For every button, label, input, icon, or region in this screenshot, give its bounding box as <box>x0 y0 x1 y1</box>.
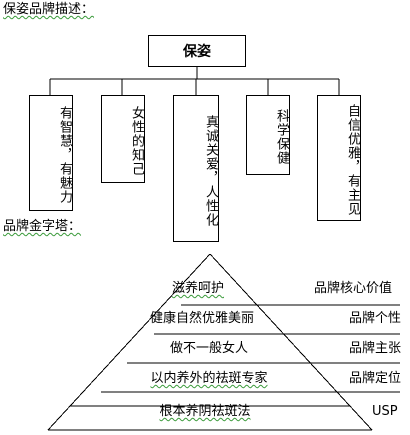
child-node-3: 真诚关爱，人性化 <box>173 95 219 242</box>
level-label-2: 品牌个性 <box>349 311 402 326</box>
level-label-5: USP <box>372 404 398 419</box>
brand-description-heading: 保姿品牌描述： <box>3 2 95 17</box>
level-label-3: 品牌主张 <box>349 341 402 356</box>
pyramid-tier-2-text: 健康自然优雅美丽 <box>149 311 255 326</box>
root-node-label: 保姿 <box>183 44 211 60</box>
level-label-4: 品牌定位 <box>349 371 402 386</box>
pyramid-tier-3-text: 做不一般女人 <box>169 341 249 356</box>
child-node-2-label: 女性的知己 <box>129 106 144 176</box>
child-node-1: 有智慧，有魅力 <box>29 95 73 211</box>
child-node-1-label: 有智慧，有魅力 <box>57 106 72 204</box>
pyramid-heading: 品牌金字塔： <box>3 219 82 234</box>
child-node-4: 科学保健 <box>246 95 290 175</box>
child-node-4-label: 科学保健 <box>274 109 289 165</box>
child-node-2: 女性的知己 <box>101 95 145 183</box>
level-label-1: 品牌核心价值 <box>314 281 393 296</box>
root-node: 保姿 <box>148 35 246 67</box>
pyramid-tier-4-text: 以内养外的祛斑专家 <box>150 371 268 386</box>
pyramid-tier-5-text: 根本养阴祛斑法 <box>159 404 251 419</box>
pyramid-left-edge <box>47 253 211 431</box>
pyramid-right-edge <box>209 253 373 431</box>
child-node-3-label: 真诚关爱，人性化 <box>203 114 218 227</box>
child-node-5-label: 自信优雅，有主见 <box>345 104 360 216</box>
pyramid-tier-1-text: 滋养呵护 <box>171 281 225 296</box>
child-node-5: 自信优雅，有主见 <box>317 95 361 221</box>
